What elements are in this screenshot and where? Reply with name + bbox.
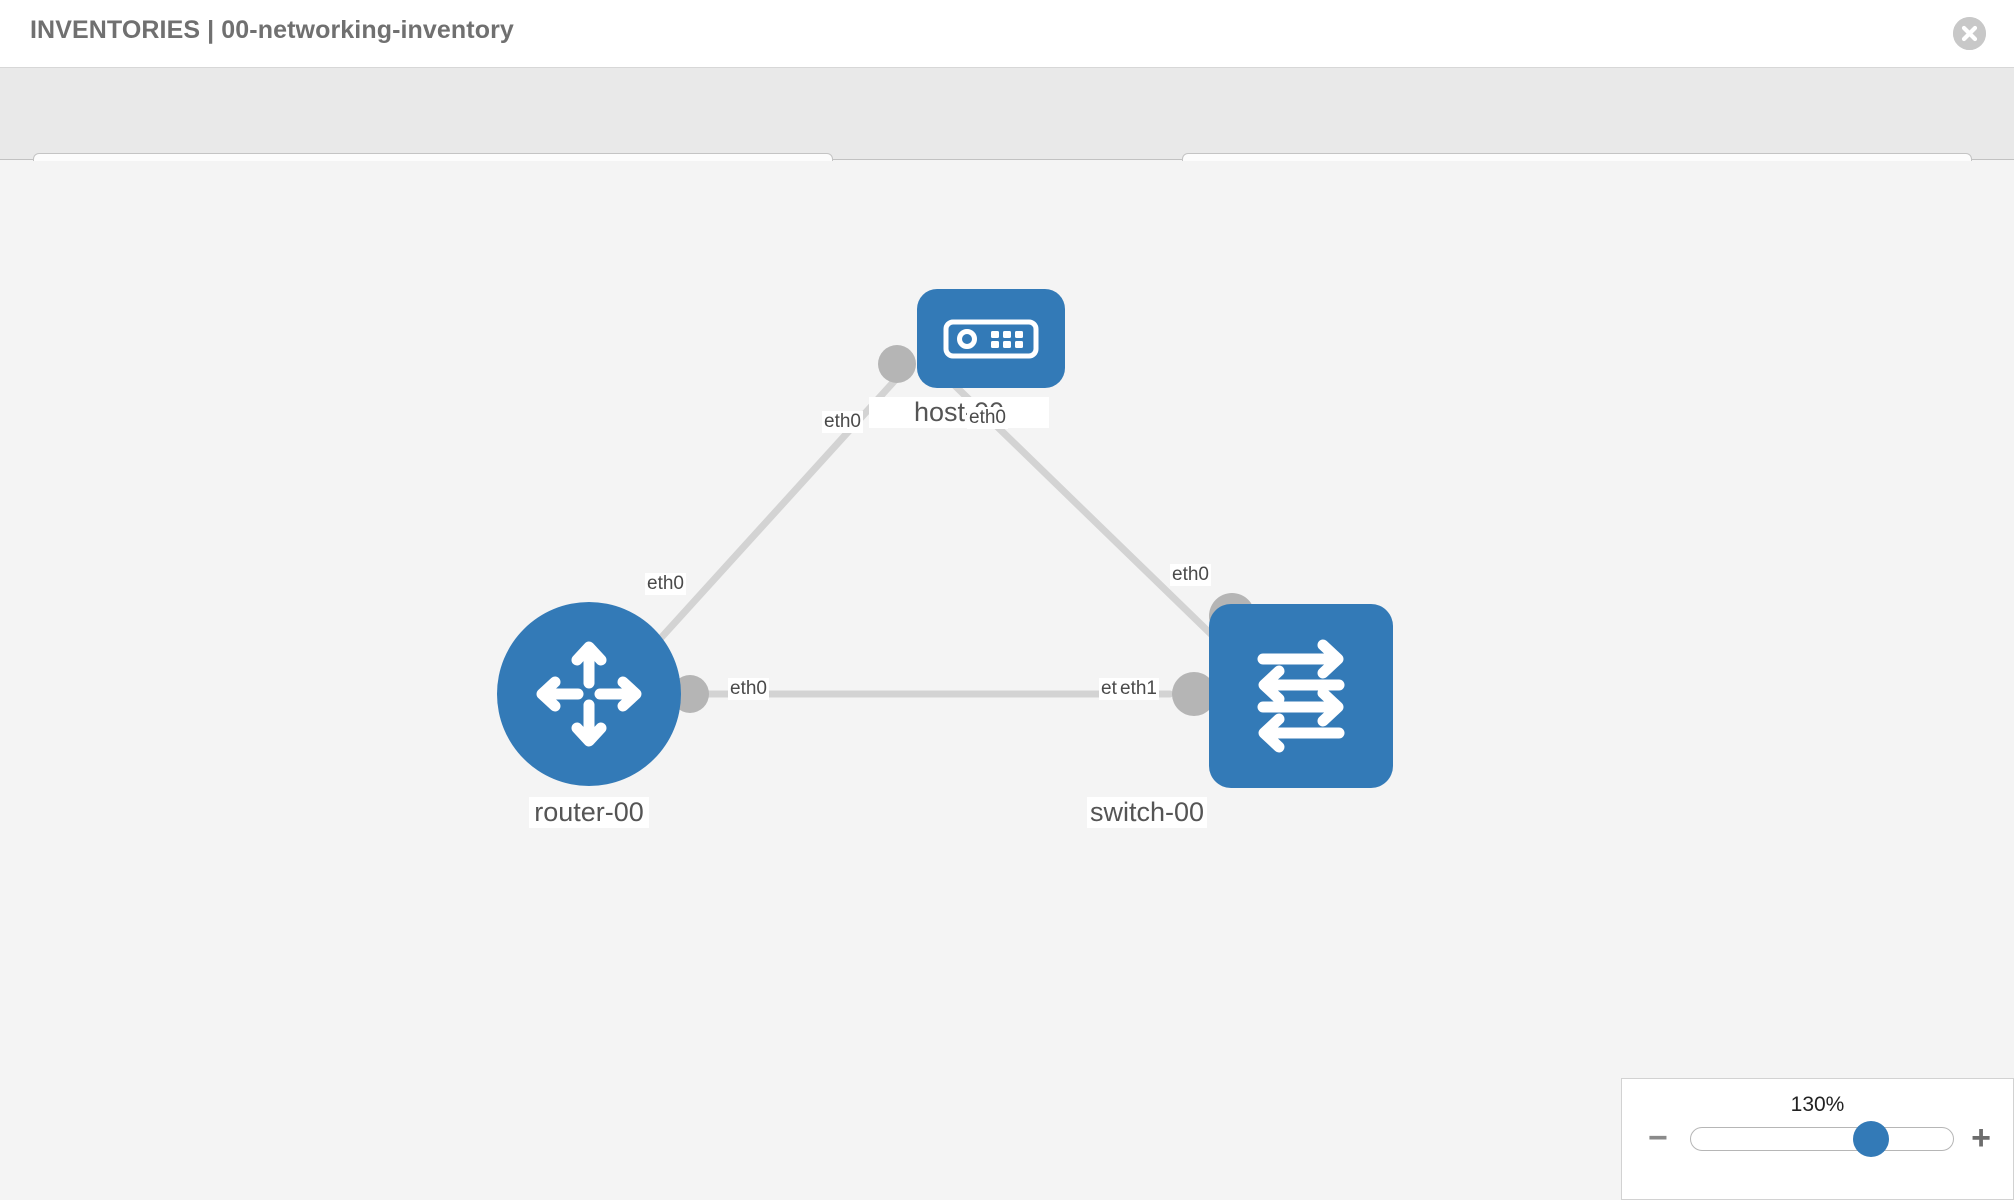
node-label-switch-00: switch-00 xyxy=(1087,797,1207,828)
zoom-slider-thumb[interactable] xyxy=(1852,1121,1889,1157)
port-host-left xyxy=(878,345,916,383)
toolbar: ACTIONS SEARCH xyxy=(0,68,2014,201)
page-header: INVENTORIES | 00-networking-inventory xyxy=(0,0,2014,68)
node-label-router-00: router-00 xyxy=(529,797,649,828)
zoom-out-button[interactable]: − xyxy=(1648,1119,1668,1157)
zoom-control-panel: 130% − + xyxy=(1621,1078,2014,1200)
server-icon xyxy=(917,289,1065,388)
port-label-switch-host: eth0 xyxy=(1170,564,1211,586)
port-label-router-switch: eth0 xyxy=(728,678,769,700)
zoom-level-value: 130% xyxy=(1790,1093,1845,1116)
port-label-host-router: eth0 xyxy=(822,411,863,433)
node-label-host-00: host-00 xyxy=(869,397,1049,428)
close-icon[interactable] xyxy=(1953,17,1986,50)
zoom-in-button[interactable]: + xyxy=(1971,1119,1991,1157)
page-title: INVENTORIES | 00-networking-inventory xyxy=(30,16,514,44)
topology-canvas[interactable]: host-00 eth0 eth0 router-00 eth0 eth0 xyxy=(0,161,2014,1200)
router-icon xyxy=(497,602,681,786)
zoom-slider-track[interactable] xyxy=(1690,1121,1954,1157)
port-switch-west xyxy=(1172,672,1216,716)
switch-icon xyxy=(1209,604,1393,788)
port-label-switch-router: eth1 xyxy=(1118,678,1159,700)
port-label-router-host: eth0 xyxy=(645,573,686,595)
port-label-host-switch: eth0 xyxy=(967,407,1008,429)
